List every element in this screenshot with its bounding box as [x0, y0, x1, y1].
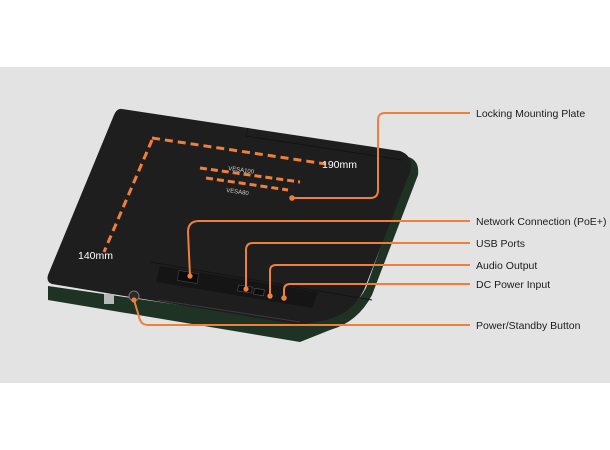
width-dimension-label: 190mm: [322, 159, 357, 171]
callout-line-network: [186, 220, 470, 277]
callout-label-mounting-plate: Locking Mounting Plate: [476, 108, 585, 120]
callout-line-audio: [269, 264, 470, 296]
callout-label-power-button: Power/Standby Button: [476, 320, 581, 332]
callout-line-dc-power: [283, 283, 470, 298]
callout-label-usb: USB Ports: [476, 238, 525, 250]
callout-line-mounting-plate: [292, 112, 470, 199]
callout-endpoints: [131, 273, 287, 303]
side-label: [104, 294, 114, 304]
vesa100-line: [199, 166, 301, 184]
callout-label-dc-power: DC Power Input: [476, 279, 550, 291]
vesa100-label: VESA100: [228, 166, 255, 176]
seam: [245, 127, 403, 161]
dim-line-height: [102, 139, 154, 253]
seam: [149, 261, 373, 301]
dim-line-width: [151, 136, 327, 166]
callout-label-audio: Audio Output: [476, 260, 537, 272]
height-dimension-label: 140mm: [78, 250, 113, 262]
vesa80-label: VESA80: [226, 188, 250, 197]
seam: [157, 299, 301, 323]
callout-label-network: Network Connection (PoE+): [476, 216, 606, 228]
callout-lines: [133, 112, 470, 326]
device: VESA100 VESA80: [47, 108, 419, 342]
callout-line-power-button: [133, 299, 470, 326]
usb-port: [253, 287, 265, 297]
callout-line-usb: [245, 242, 470, 289]
vesa80-line: [205, 176, 289, 192]
